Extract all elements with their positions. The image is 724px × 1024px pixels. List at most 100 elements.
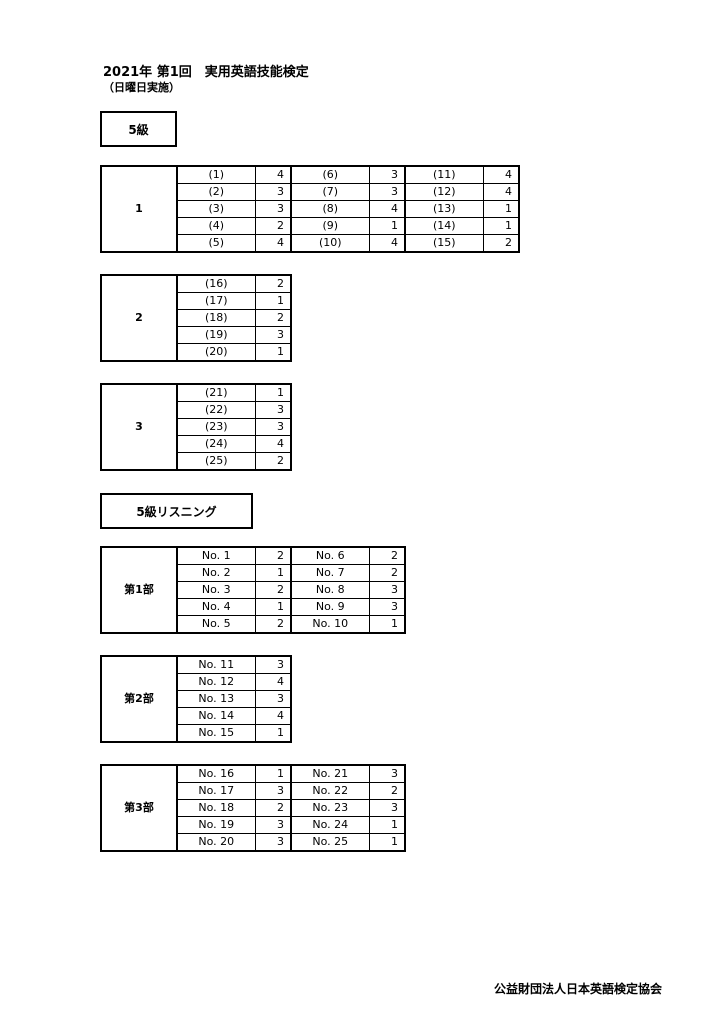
question-number: (8) <box>290 200 370 218</box>
page-subtitle: （日曜日実施） <box>103 81 180 94</box>
question-number: (25) <box>176 452 256 471</box>
answer-value: 4 <box>254 435 292 453</box>
table-row: (25)2 <box>101 452 292 471</box>
question-number: (14) <box>404 217 484 235</box>
answer-value: 3 <box>368 764 406 783</box>
answer-value: 3 <box>368 581 406 599</box>
question-number: (6) <box>290 165 370 184</box>
answer-value: 2 <box>254 546 292 565</box>
answer-value: 2 <box>254 217 292 235</box>
question-number: No. 10 <box>290 615 370 634</box>
answer-value: 3 <box>254 816 292 834</box>
table-row: (23)3 <box>101 418 292 436</box>
section-name: 1 <box>100 165 178 253</box>
answer-value: 4 <box>368 200 406 218</box>
written-section-label: 5級 <box>100 111 177 147</box>
question-number: No. 15 <box>176 724 256 743</box>
table-row: (5)4(10)4(15)2 <box>101 234 520 253</box>
question-number: No. 6 <box>290 546 370 565</box>
answer-value: 3 <box>254 690 292 708</box>
answer-value: 3 <box>254 833 292 852</box>
question-number: (22) <box>176 401 256 419</box>
answer-value: 2 <box>368 564 406 582</box>
answer-value: 1 <box>254 598 292 616</box>
written-part3-table: 3(21)1(22)3(23)3(24)4(25)2 <box>100 383 292 471</box>
question-number: No. 12 <box>176 673 256 691</box>
table-row: 2(16)2 <box>100 274 292 362</box>
question-number: No. 7 <box>290 564 370 582</box>
answer-value: 1 <box>368 816 406 834</box>
answer-value: 1 <box>368 217 406 235</box>
question-number: No. 21 <box>290 764 370 783</box>
question-number: (13) <box>404 200 484 218</box>
question-number: No. 19 <box>176 816 256 834</box>
question-number: (21) <box>176 383 256 402</box>
question-number: No. 18 <box>176 799 256 817</box>
question-number: (19) <box>176 326 256 344</box>
question-number: (7) <box>290 183 370 201</box>
question-number: No. 3 <box>176 581 256 599</box>
question-number: (11) <box>404 165 484 184</box>
table-row: (22)3 <box>101 401 292 419</box>
question-number: (5) <box>176 234 256 253</box>
question-number: No. 2 <box>176 564 256 582</box>
table-row: (2)3(7)3(12)4 <box>101 183 520 201</box>
answer-value: 3 <box>254 326 292 344</box>
footer-organization: 公益財団法人日本英語検定協会 <box>493 982 662 996</box>
answer-value: 3 <box>254 401 292 419</box>
question-number: (1) <box>176 165 256 184</box>
answer-value: 4 <box>254 673 292 691</box>
section-name: 第2部 <box>100 655 178 743</box>
question-number: (23) <box>176 418 256 436</box>
answer-value: 1 <box>254 343 292 362</box>
answer-value: 1 <box>254 383 292 402</box>
written-part2-table: 2(16)2(17)1(18)2(19)3(20)1 <box>100 274 292 362</box>
section-name: 3 <box>100 383 178 471</box>
question-number: No. 24 <box>290 816 370 834</box>
answer-value: 1 <box>368 615 406 634</box>
table-row: (19)3 <box>101 326 292 344</box>
answer-value: 2 <box>254 581 292 599</box>
answer-value: 1 <box>254 564 292 582</box>
answer-value: 1 <box>482 200 520 218</box>
question-number: No. 11 <box>176 655 256 674</box>
table-row: (24)4 <box>101 435 292 453</box>
question-number: No. 8 <box>290 581 370 599</box>
answer-value: 2 <box>254 452 292 471</box>
answer-value: 4 <box>254 165 292 184</box>
answer-value: 3 <box>254 655 292 674</box>
answer-value: 4 <box>254 707 292 725</box>
answer-value: 4 <box>254 234 292 253</box>
answer-value: 4 <box>482 183 520 201</box>
question-number: No. 5 <box>176 615 256 634</box>
question-number: (10) <box>290 234 370 253</box>
answer-value: 3 <box>368 183 406 201</box>
answer-value: 3 <box>254 782 292 800</box>
answer-value: 4 <box>368 234 406 253</box>
question-number: (4) <box>176 217 256 235</box>
question-number: (18) <box>176 309 256 327</box>
answer-value: 3 <box>368 799 406 817</box>
table-row: (4)2(9)1(14)1 <box>101 217 520 235</box>
question-number: No. 4 <box>176 598 256 616</box>
question-number: No. 23 <box>290 799 370 817</box>
answer-value: 3 <box>254 418 292 436</box>
question-number: (16) <box>176 274 256 293</box>
question-number: No. 13 <box>176 690 256 708</box>
table-row: 3(21)1 <box>100 383 292 471</box>
question-number: No. 25 <box>290 833 370 852</box>
question-number: No. 17 <box>176 782 256 800</box>
